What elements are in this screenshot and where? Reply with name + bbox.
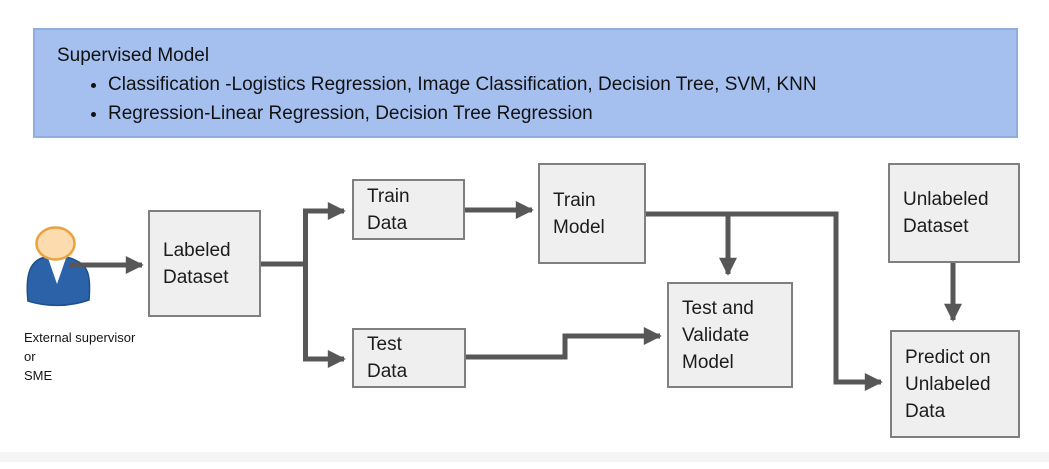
arrow-junction-to-test-data xyxy=(303,262,346,368)
arrow-train-model-to-predict xyxy=(646,211,883,391)
node-test-validate-model-label: Test and Validate Model xyxy=(682,297,754,373)
node-labeled-dataset-label: Labeled Dataset xyxy=(163,239,231,288)
banner-bullet-classification: Classification -Logistics Regression, Im… xyxy=(108,70,988,99)
person-head xyxy=(35,226,76,261)
banner-bullet-list: Classification -Logistics Regression, Im… xyxy=(35,70,988,128)
person-collar xyxy=(48,258,66,284)
node-unlabeled-dataset-label: Unlabeled Dataset xyxy=(903,189,989,237)
node-train-data: Train Data xyxy=(352,179,465,240)
node-unlabeled-dataset: Unlabeled Dataset xyxy=(888,163,1020,263)
supervised-model-banner: Supervised Model Classification -Logisti… xyxy=(33,28,1018,138)
arrow-junction-to-train-data xyxy=(303,202,346,264)
node-predict-on-unlabeled-data-label: Predict on Unlabeled Data xyxy=(905,346,991,422)
node-train-model-label: Train Model xyxy=(553,189,605,238)
bottom-edge-strip xyxy=(0,452,1049,462)
node-predict-on-unlabeled-data: Predict on Unlabeled Data xyxy=(890,330,1020,438)
banner-title: Supervised Model xyxy=(57,45,210,66)
node-test-data: Test Data xyxy=(352,328,466,388)
banner-bullet-regression: Regression-Linear Regression, Decision T… xyxy=(108,99,988,128)
node-test-validate-model: Test and Validate Model xyxy=(667,282,793,388)
arrow-test-data-to-test-validate xyxy=(466,327,662,360)
node-train-model: Train Model xyxy=(538,163,646,264)
node-train-data-label: Train Data xyxy=(367,185,410,234)
node-labeled-dataset: Labeled Dataset xyxy=(148,210,261,317)
external-supervisor-caption: External supervisor or SME xyxy=(24,330,136,383)
external-supervisor-icon xyxy=(26,226,91,307)
node-test-data-label: Test Data xyxy=(367,334,408,382)
